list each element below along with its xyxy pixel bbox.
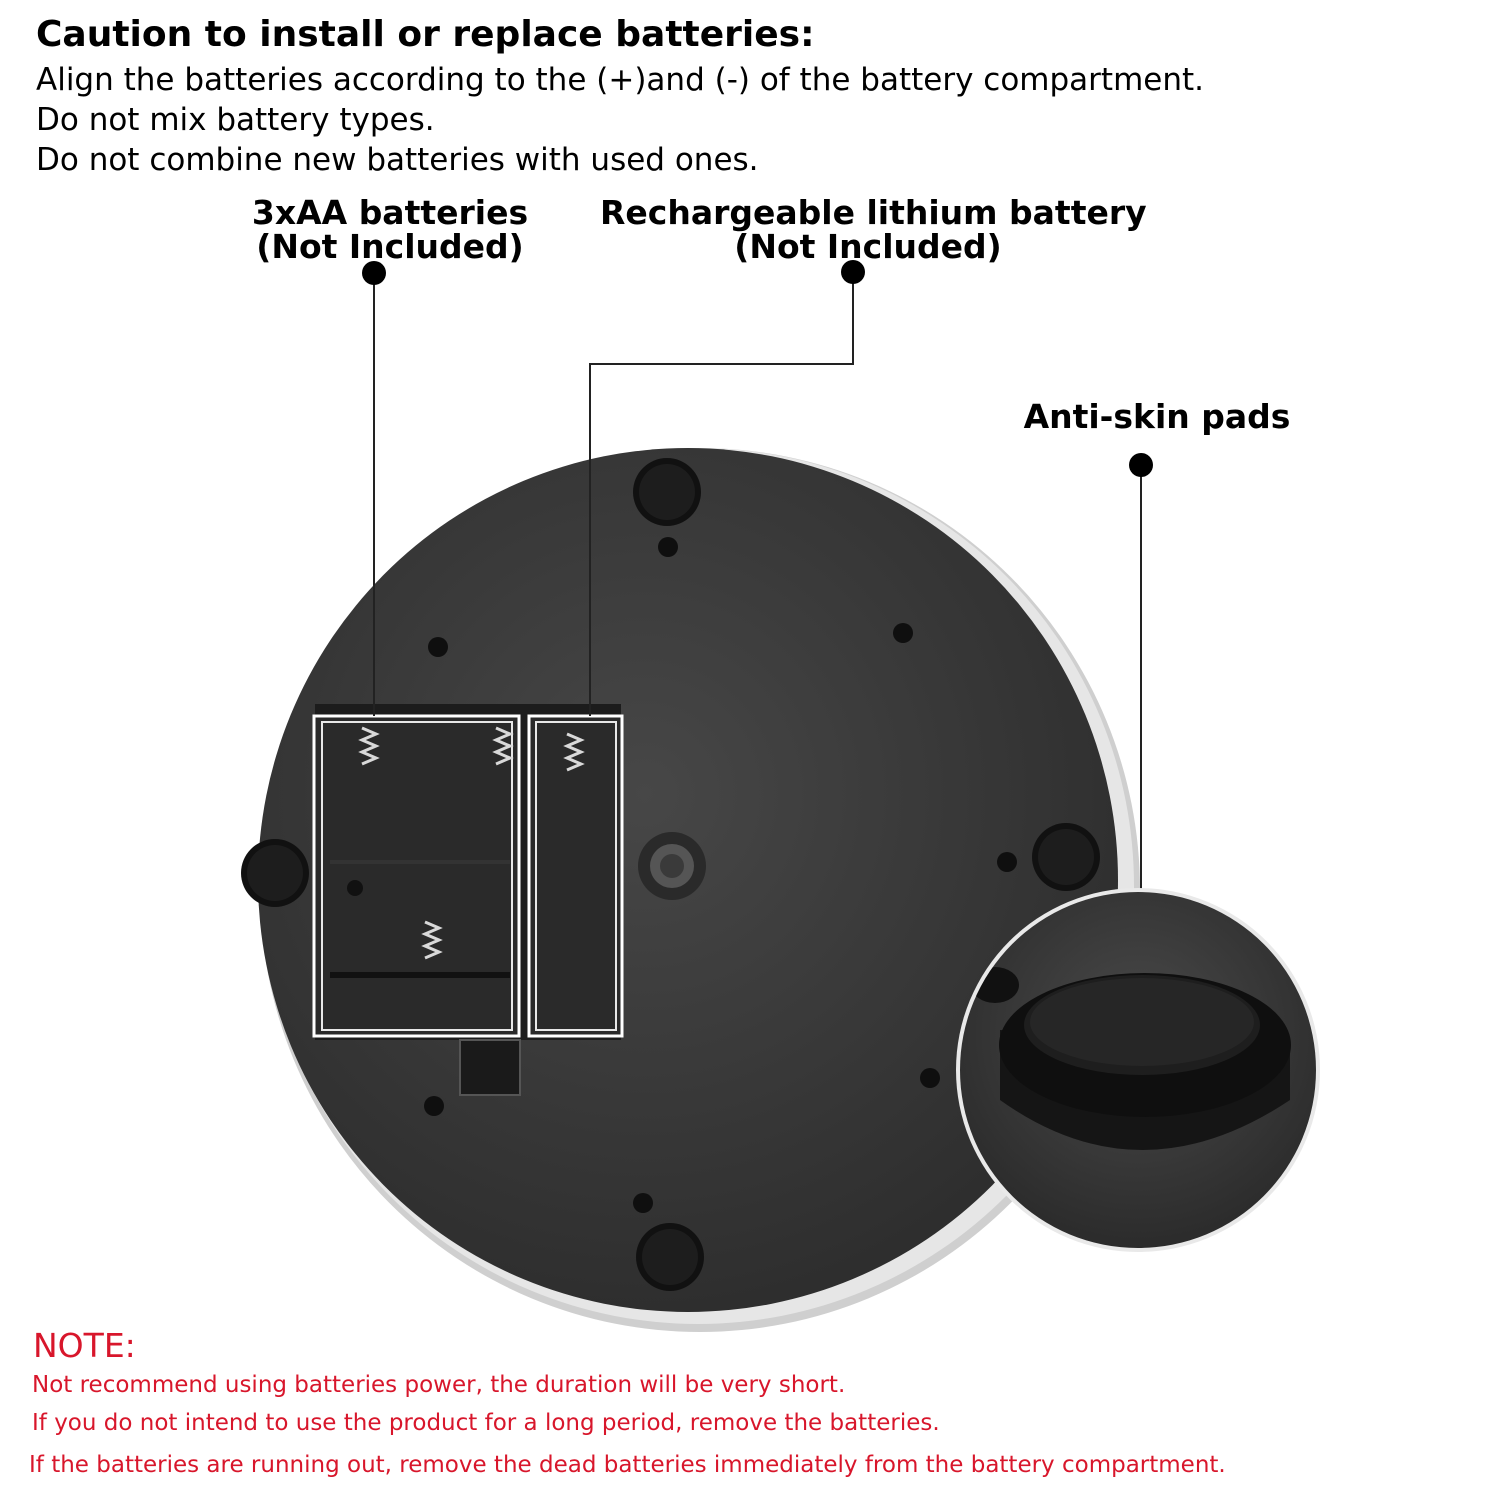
caution-title: Caution to install or replace batteries: bbox=[36, 14, 815, 55]
lithium-battery-note: (Not Included) bbox=[734, 227, 1002, 266]
lithium-battery-label: Rechargeable lithium battery (Not Includ… bbox=[600, 193, 1147, 266]
note-title: NOTE: bbox=[33, 1326, 136, 1365]
note-line-duration: Not recommend using batteries power, the… bbox=[32, 1372, 846, 1398]
caution-line-mix: Do not mix battery types. bbox=[36, 102, 435, 138]
center-knob bbox=[638, 832, 706, 900]
aa-batteries-label: 3xAA batteries (Not Included) bbox=[240, 196, 540, 264]
leader-dots bbox=[362, 260, 1153, 477]
anti-skin-pads-label: Anti-skin pads bbox=[1023, 397, 1291, 436]
screw-holes bbox=[424, 537, 1017, 1213]
aa-batteries-title: 3xAA batteries bbox=[251, 193, 529, 232]
note-line-long-period: If you do not intend to use the product … bbox=[32, 1410, 940, 1436]
lithium-battery-compartment bbox=[527, 714, 624, 1038]
note-line-dead-batteries: If the batteries are running out, remove… bbox=[29, 1452, 1226, 1478]
pad-zoom-inset bbox=[956, 888, 1320, 1252]
battery-tab bbox=[459, 1039, 521, 1096]
aa-batteries-note: (Not Included) bbox=[256, 227, 524, 266]
caution-line-align: Align the batteries according to the (+)… bbox=[36, 62, 1204, 98]
leader-lines bbox=[373, 272, 1142, 895]
foot-pads bbox=[241, 458, 1100, 1291]
lithium-battery-title: Rechargeable lithium battery bbox=[600, 193, 1147, 232]
caution-line-combine: Do not combine new batteries with used o… bbox=[36, 142, 759, 178]
